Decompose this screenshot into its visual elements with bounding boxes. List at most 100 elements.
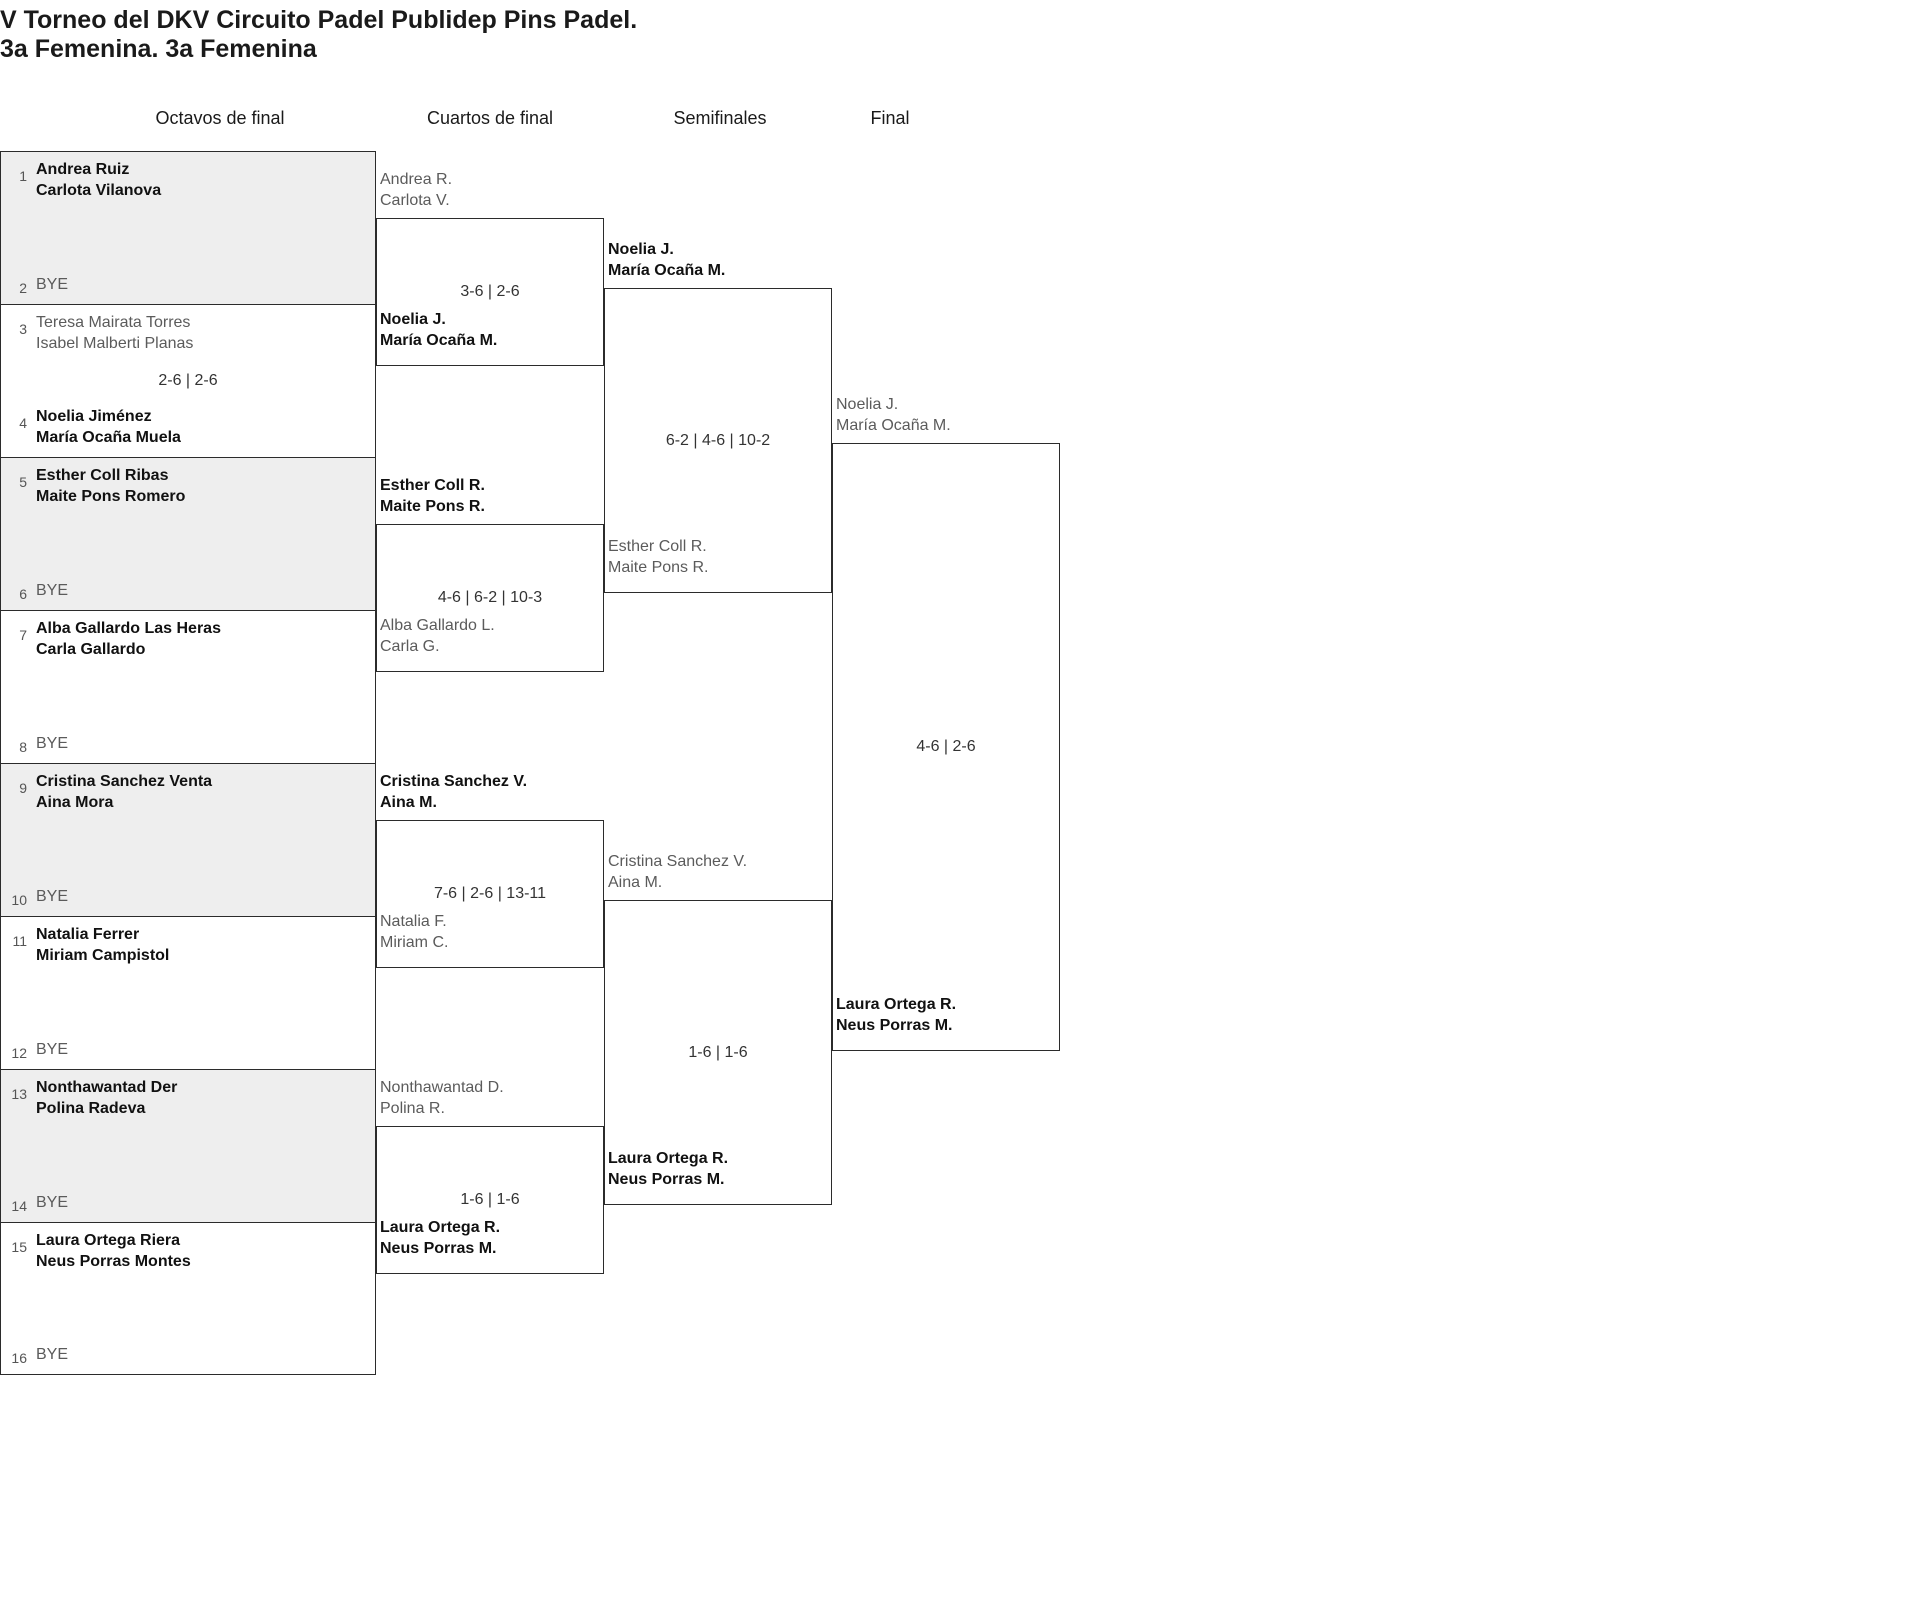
semifinal-team-names: Noelia J. María Ocaña M.: [608, 240, 725, 282]
player-name: Carlota V.: [380, 191, 450, 209]
quarterfinal-team-names: Cristina Sanchez V.Aina M.: [380, 772, 527, 814]
quarterfinal-match[interactable]: 4-6 | 6-2 | 10-3: [376, 524, 604, 672]
player-name: BYE: [36, 1041, 69, 1058]
r16-slot[interactable]: 14 BYE: [1, 1190, 375, 1214]
player-name: Laura Ortega R.: [836, 996, 957, 1013]
semifinal-match[interactable]: 6-2 | 4-6 | 10-2: [604, 288, 832, 593]
player-name: Polina R.: [380, 1099, 445, 1117]
bye-label: BYE: [27, 578, 68, 602]
seed-number: 10: [11, 892, 27, 908]
seed-number: 7: [19, 627, 27, 643]
seed-number: 1: [19, 168, 27, 184]
player-name: Cristina Sanchez Venta: [36, 773, 213, 790]
quarterfinal-team-names: Andrea R.Carlota V.: [380, 170, 452, 212]
quarterfinal-team-names: Natalia F.Miriam C.: [380, 912, 448, 954]
bye-label: BYE: [27, 272, 68, 296]
player-name: María Ocaña M.: [608, 261, 726, 279]
seed-number: 9: [19, 780, 27, 796]
player-name: Maite Pons R.: [380, 497, 485, 515]
player-name: Neus Porras Montes: [36, 1252, 191, 1270]
bye-label: BYE: [27, 731, 68, 755]
bye-label: BYE: [27, 884, 68, 908]
round-header-octavos: Octavos de final: [155, 108, 285, 128]
seed-number: 5: [19, 474, 27, 490]
player-name: Aina M.: [608, 873, 663, 891]
quarterfinal-team-names: Esther Coll R.Maite Pons R.: [380, 476, 485, 518]
player-name: Alba Gallardo Las Heras: [36, 620, 221, 637]
player-name: Noelia J.: [608, 241, 674, 258]
match-score: 2-6 | 2-6: [158, 372, 218, 389]
player-name: Isabel Malberti Planas: [36, 334, 194, 352]
player-name: María Ocaña Muela: [36, 429, 181, 447]
quarterfinal-team-names: Laura Ortega R.Neus Porras M.: [380, 1218, 500, 1260]
quarterfinal-match[interactable]: 7-6 | 2-6 | 13-11: [376, 820, 604, 968]
final-match[interactable]: 4-6 | 2-6: [832, 443, 1060, 1051]
quarterfinal-team-names: Noelia J.María Ocaña M.: [380, 310, 497, 352]
match-score: 6-2 | 4-6 | 10-2: [665, 431, 771, 449]
player-name: Nonthawantad D.: [380, 1079, 504, 1096]
seed-number: 4: [19, 415, 27, 432]
seed-number: 13: [11, 1086, 27, 1102]
player-name: BYE: [36, 582, 69, 599]
seed-number: 2: [19, 280, 27, 296]
player-name: BYE: [36, 1194, 69, 1211]
player-name: Neus Porras M.: [380, 1239, 497, 1257]
player-name: Nonthawantad Der: [36, 1079, 178, 1096]
player-name: BYE: [36, 1346, 69, 1363]
match-score: 3-6 | 2-6: [460, 283, 520, 300]
semifinal-team-names: Laura Ortega R.Neus Porras M.: [608, 1149, 728, 1191]
r16-slot[interactable]: 6 BYE: [1, 578, 375, 602]
seed-number: 14: [11, 1198, 27, 1214]
quarterfinal-team-names: Alba Gallardo L.Carla G.: [380, 616, 495, 658]
semifinal-match[interactable]: 1-6 | 1-6: [604, 900, 832, 1205]
round-header-semifinales: Semifinales: [673, 108, 767, 128]
seed-number: 12: [11, 1045, 27, 1061]
quarterfinal-match[interactable]: 1-6 | 1-6: [376, 1126, 604, 1274]
r16-slot[interactable]: 12 BYE: [1, 1037, 375, 1061]
round-header-final: Final: [870, 108, 910, 128]
quarterfinal-match[interactable]: 3-6 | 2-6: [376, 218, 604, 366]
player-name: Natalia Ferrer: [36, 926, 140, 943]
match-score: 4-6 | 6-2 | 10-3: [437, 589, 543, 606]
player-name: Esther Coll R.: [608, 538, 707, 555]
final-team-names: Laura Ortega R.Neus Porras M.: [836, 995, 956, 1037]
player-name: Alba Gallardo L.: [380, 617, 495, 634]
seed-number: 6: [19, 586, 27, 602]
seed-number: 11: [12, 933, 27, 949]
match-score: 1-6 | 1-6: [460, 1191, 520, 1208]
seed-number: 15: [11, 1239, 27, 1255]
player-name: Laura Ortega Riera: [36, 1232, 181, 1249]
round-header-cuartos: Cuartos de final: [426, 108, 554, 128]
bye-label: BYE: [27, 1190, 68, 1214]
player-name: Cristina Sanchez V.: [608, 853, 748, 870]
